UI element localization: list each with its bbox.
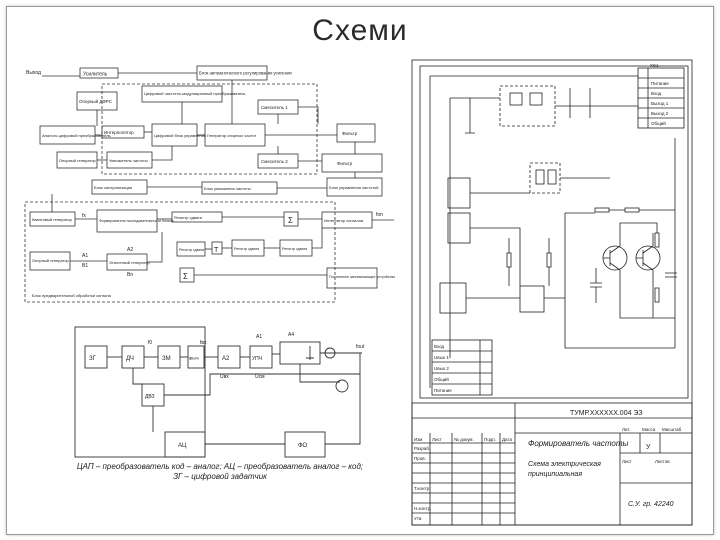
role-label-4: Н.контр. <box>414 506 431 511</box>
title-name-1: Формирователь частоты <box>528 439 629 448</box>
role-label-2: Пров. <box>414 456 426 461</box>
trigger-symbol: T <box>214 247 219 254</box>
connector-title: XS1 <box>650 63 659 68</box>
caption-line-2: ЗГ – цифровой задатчик <box>173 472 267 481</box>
connector-row-5: Общий <box>651 120 666 126</box>
block-upch: УПЧ <box>252 356 262 362</box>
block-freq-control: Блок управления частотой <box>329 185 378 190</box>
title-right-label-3: Масштаб <box>662 427 682 432</box>
block-mixer-1: Смеситель 1 <box>261 105 288 110</box>
connector-row-4: Выход 2 <box>651 111 669 116</box>
block-standard-gen: Эталонный генератор <box>109 260 151 265</box>
signal-a1: A1 <box>82 253 88 259</box>
block-shift-reg-4: Регистр сдвига <box>282 247 307 251</box>
label-uin: Uвх <box>220 374 229 380</box>
block-integrator: Интегратор сигналов <box>324 218 363 223</box>
role-label-5: Утв. <box>414 516 423 521</box>
title-right-label-4: Лист <box>622 459 632 464</box>
block-shift-reg-2: Регистр сдвига <box>179 248 204 252</box>
label-a1: А1 <box>256 334 262 340</box>
top-block-diagram: Выход Усилитель Блок автоматического рег… <box>24 65 395 303</box>
block-multiplier: Умножитель частоты <box>109 158 148 163</box>
block-filter-2: Фильтр <box>337 161 353 166</box>
block-zg: ЗГ <box>89 356 97 362</box>
title-right-label-5: Листов <box>655 459 670 464</box>
header-cell-1: Изм <box>414 437 422 442</box>
block-amplifier: Усилитель <box>83 72 108 78</box>
title-lit: У <box>646 444 651 451</box>
signal-a2: A2 <box>127 247 133 253</box>
block-fo: ФО <box>298 443 308 449</box>
title-org: С.У. гр. 42240 <box>628 501 674 508</box>
bom-row-2: Uвых 1 <box>434 355 449 360</box>
bom-row-1: Вход <box>434 344 445 349</box>
block-dch: ДЧ <box>126 356 134 362</box>
label-f0: f0 <box>148 340 152 346</box>
header-cell-5: Дата <box>502 437 512 442</box>
block-sequence-former: Формирователь последовательности блоков <box>99 219 174 223</box>
connector-row-3: Выход 1 <box>651 101 669 106</box>
block-sync: Блок синхронизации <box>94 185 132 190</box>
block-digital-converter: Цифровой частотно-модуляционный преобраз… <box>144 91 246 96</box>
block-dvz: ДВЗ <box>145 394 155 400</box>
block-zm: ЗМ <box>162 356 171 362</box>
title-name-2: Схема электрическая <box>528 461 601 468</box>
label-a4: А4 <box>288 332 294 338</box>
title-right-label-2: Масса <box>642 427 656 432</box>
connector-row-1: Питание <box>651 81 669 86</box>
header-cell-2: Лист <box>432 437 442 442</box>
block-fnch: ФНЧ <box>189 356 199 361</box>
block-shift-reg-1: Регистр сдвига <box>174 215 203 220</box>
block-ref-freq-gen: Генератор опорных частот <box>207 133 257 138</box>
block-rom: Постоянное запоминающее устройство <box>329 275 395 279</box>
title-name-3: принципиальная <box>528 471 582 478</box>
block-filter-1: Фильтр <box>342 131 358 136</box>
block-quantum-gen: Квантовый генератор <box>32 217 73 222</box>
header-cell-3: № докум. <box>454 437 474 442</box>
block-ref-gen: Опорный генератор <box>59 158 97 163</box>
block-freq-mult: Блок умножения частоты <box>204 186 251 191</box>
bom-row-5: Питание <box>434 388 452 393</box>
caption-line-1: ЦАП – преобразователь код – аналог; АЦ –… <box>76 462 364 471</box>
role-label-3: Т.контр. <box>414 486 430 491</box>
block-preprocessing: Блок предварительной обработки сигнала <box>32 293 112 298</box>
title-right-label-1: Лит. <box>622 427 630 432</box>
signal-fx: fx <box>82 213 86 219</box>
block-ref-gen-2: Опорный генератор <box>32 258 70 263</box>
block-control: Цифровой блок управления <box>154 133 206 138</box>
block-agc: Блок автоматического регулирования усиле… <box>199 71 292 76</box>
label-fout: fout <box>356 344 365 350</box>
role-label-1: Разраб. <box>414 446 430 451</box>
label-ucm: Uсм <box>255 374 265 380</box>
signal-b1: B1 <box>82 263 88 269</box>
block-shift-reg-3: Регистр сдвига <box>234 247 259 251</box>
block-mixer-2: Смеситель 2 <box>261 159 288 164</box>
bottom-block-diagram: ЗГ ДЧ ЗМ ФНЧ А2 УПЧ ДВЗ АЦ ФО А1 А4 f0 f… <box>74 326 365 458</box>
label-fin: fвх <box>200 340 207 346</box>
header-cell-4: Подп. <box>484 437 496 442</box>
block-interpolator: Интерполятор <box>104 130 134 135</box>
block-adc: Аналого-цифровой преобразователь <box>42 133 111 138</box>
block-ac: АЦ <box>178 443 187 449</box>
slide-title: Схеми <box>312 14 408 47</box>
circuit-schematic: XS1 Питание Вход Выход 1 Выход 2 Общий В… <box>411 59 693 526</box>
connector-row-2: Вход <box>651 91 662 96</box>
block-reference: Опорный ДФРС <box>79 98 113 104</box>
bom-row-4: Общий <box>434 376 449 382</box>
output-label: Выход <box>26 70 41 76</box>
slide-frame <box>6 6 714 535</box>
sum-symbol-1: Σ <box>288 216 293 225</box>
sum-symbol-2: Σ <box>183 272 188 281</box>
bom-row-3: Uвых 2 <box>434 366 449 371</box>
bottom-diagram-caption: ЦАП – преобразователь код – аналог; АЦ –… <box>70 462 370 482</box>
signal-fref: fоп <box>376 212 383 218</box>
signal-bn: Bn <box>127 272 133 278</box>
doc-code: ТУМР.XXXXXX.004 ЭЗ <box>570 410 643 417</box>
block-a2: А2 <box>222 356 230 362</box>
